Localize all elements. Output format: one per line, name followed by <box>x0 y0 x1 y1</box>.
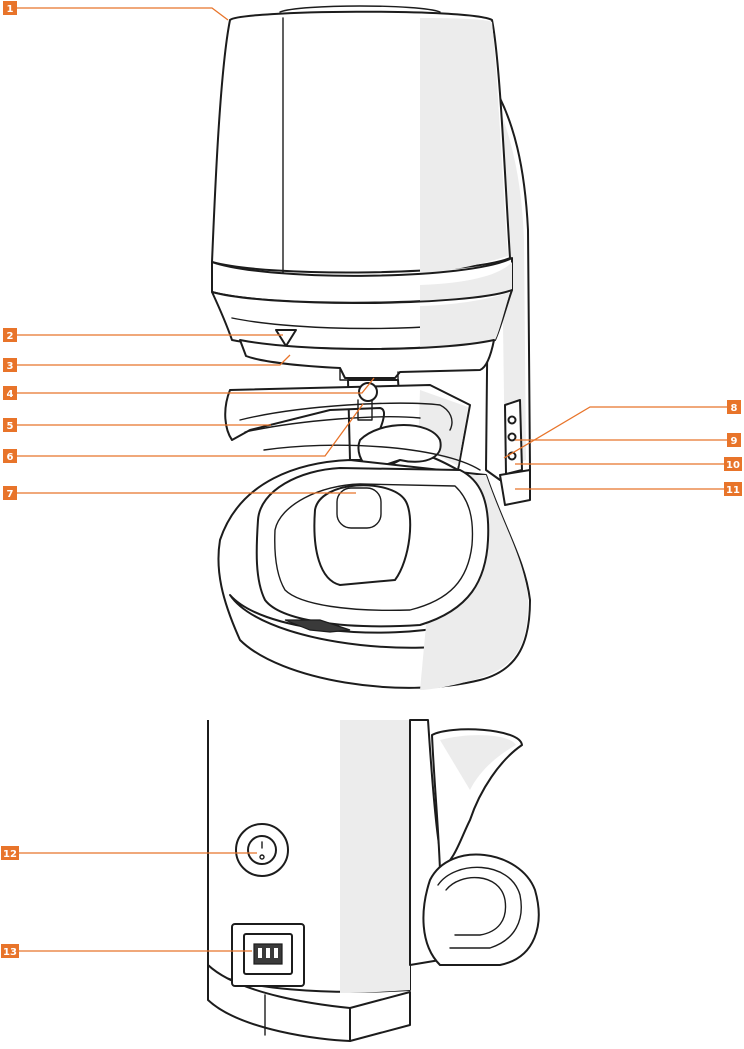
center-recess <box>336 487 382 529</box>
rear-view <box>207 719 540 1042</box>
callout-4: 4 <box>3 386 17 400</box>
callout-badges: 1 2 3 4 5 6 7 8 <box>1 1 742 958</box>
svg-text:9: 9 <box>731 436 738 447</box>
svg-text:1: 1 <box>7 4 14 15</box>
rear-base-side <box>349 991 411 1042</box>
callout-2: 2 <box>3 328 17 342</box>
button-upper <box>507 415 517 425</box>
callout-5: 5 <box>3 418 17 432</box>
callout-6: 6 <box>3 449 17 463</box>
leader-8 <box>503 406 728 459</box>
side-fork <box>431 728 523 871</box>
front-view <box>211 5 531 690</box>
spine-foot <box>499 469 531 506</box>
outlet-head <box>239 339 495 379</box>
svg-text:10: 10 <box>726 460 740 471</box>
leader-6 <box>17 403 364 457</box>
center-pad <box>313 484 412 586</box>
callout-10: 10 <box>724 457 742 471</box>
svg-text:4: 4 <box>7 389 14 400</box>
leader-4 <box>17 377 375 394</box>
svg-text:11: 11 <box>726 485 740 496</box>
svg-text:13: 13 <box>3 947 17 958</box>
svg-text:7: 7 <box>7 489 14 500</box>
callout-8: 8 <box>727 400 741 414</box>
power-switch <box>247 835 277 865</box>
leader-3 <box>17 354 291 366</box>
callout-12: 12 <box>1 846 19 860</box>
callout-7: 7 <box>3 486 17 500</box>
callout-1: 1 <box>3 1 17 15</box>
svg-text:5: 5 <box>7 421 14 432</box>
button-middle <box>507 432 517 442</box>
fork-right-prong <box>357 424 442 471</box>
adjustment-knob <box>358 382 378 402</box>
callout-11: 11 <box>724 482 742 496</box>
svg-text:8: 8 <box>731 403 738 414</box>
callout-13: 13 <box>1 944 19 958</box>
callout-3: 3 <box>3 358 17 372</box>
leader-lines <box>17 7 728 952</box>
callout-9: 9 <box>727 433 741 447</box>
svg-text:6: 6 <box>7 452 14 463</box>
svg-text:2: 2 <box>7 331 14 342</box>
indicator-triangle <box>275 329 297 347</box>
leader-1 <box>17 7 229 21</box>
svg-text:12: 12 <box>3 849 17 860</box>
svg-text:3: 3 <box>7 361 14 372</box>
